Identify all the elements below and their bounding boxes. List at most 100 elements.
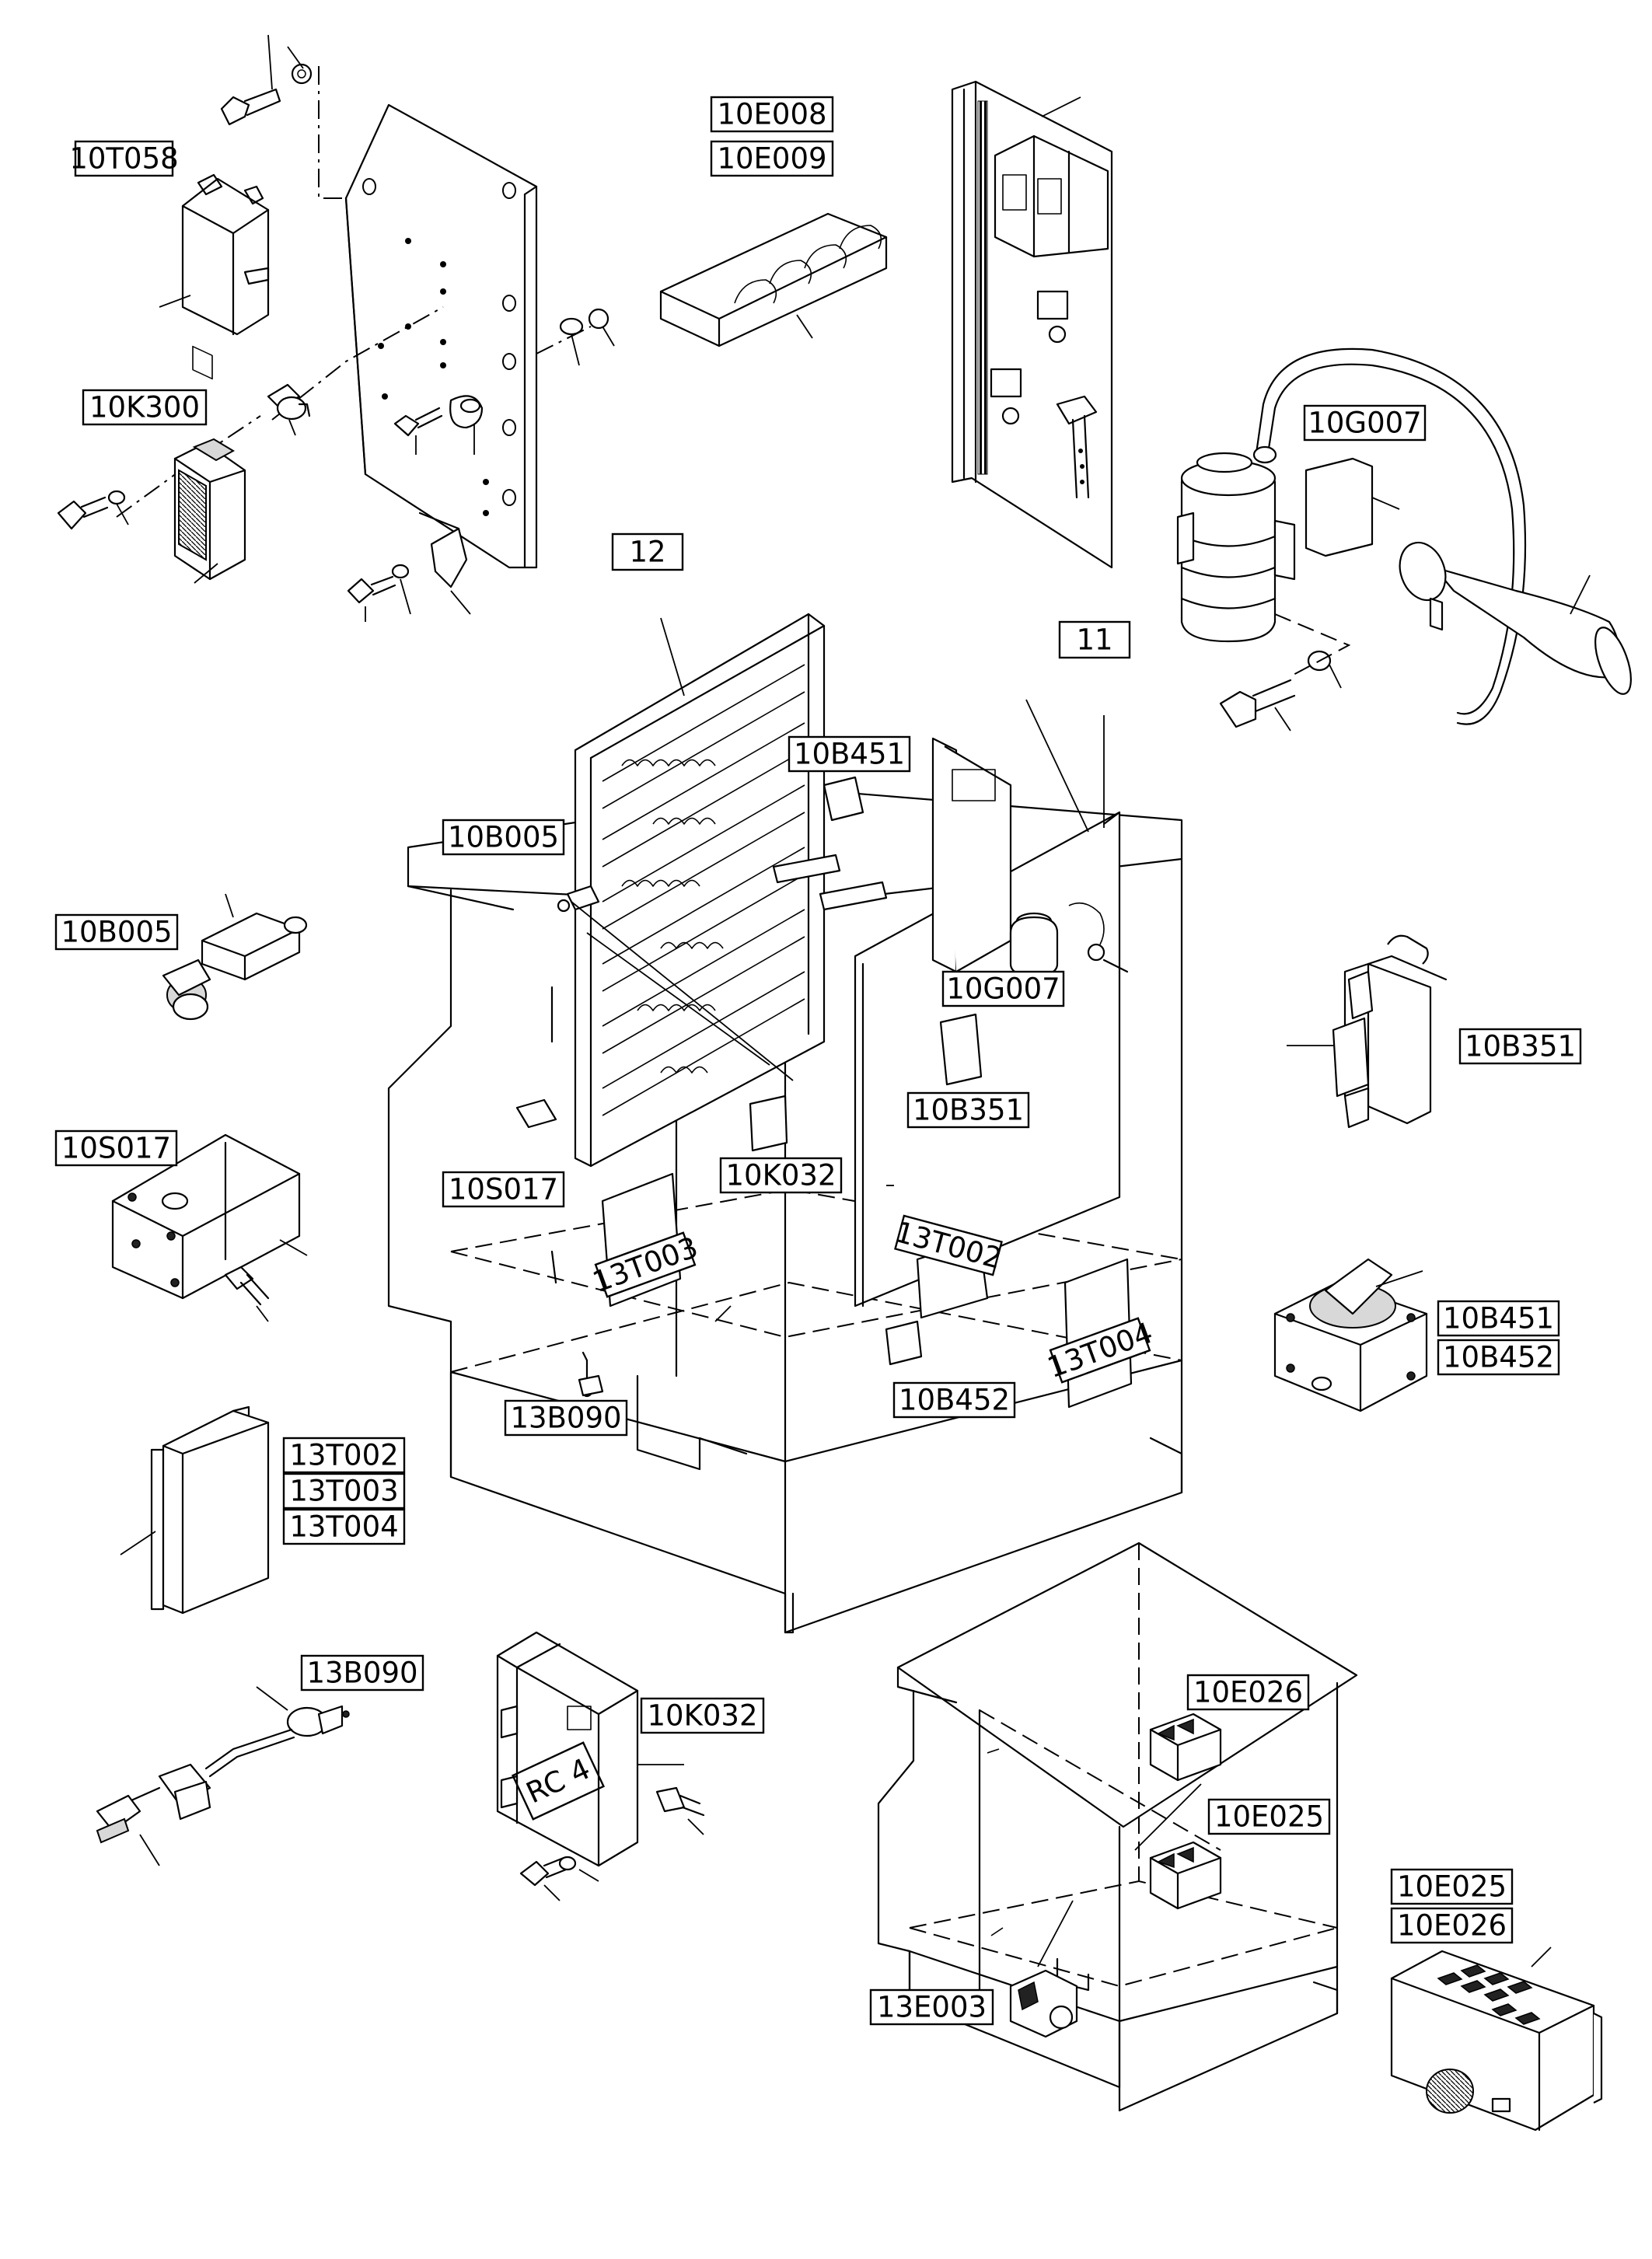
label-text: 10E026 xyxy=(1397,1909,1507,1943)
label-text: 13T003 xyxy=(289,1475,398,1508)
label-text: 10E009 xyxy=(717,142,826,176)
label-box xyxy=(282,1508,406,1545)
label-text: 13B090 xyxy=(510,1402,621,1435)
label-text: 10S017 xyxy=(449,1173,558,1206)
door-frame-12 xyxy=(574,613,826,1168)
label-text: 10B451 xyxy=(1443,1302,1554,1335)
label-box xyxy=(1437,1300,1560,1337)
label-text: 10S017 xyxy=(61,1132,171,1165)
part-label-10e025: 10E025 xyxy=(1207,1798,1331,1835)
label-box xyxy=(1058,620,1131,659)
label-text: 13T002 xyxy=(289,1439,398,1472)
label-box xyxy=(442,819,565,856)
part-13B090-sensor xyxy=(96,1686,350,1866)
label-text: 10B452 xyxy=(899,1384,1010,1417)
part-label-10k300: 10K300 xyxy=(82,389,208,426)
label-text: 10E026 xyxy=(1193,1676,1303,1709)
label-box xyxy=(1458,1028,1582,1065)
part-label-10b351: 10B351 xyxy=(906,1091,1030,1129)
part-label-10e009: 10E009 xyxy=(710,140,834,177)
label-box xyxy=(941,970,1065,1007)
fasteners-top-left xyxy=(57,34,615,622)
part-label-10e025: 10E025 xyxy=(1390,1868,1514,1905)
label-box xyxy=(611,532,684,571)
part-label-13b090: 13B090 xyxy=(300,1654,424,1692)
part-10E025-heater xyxy=(1390,1947,1603,2132)
label-box xyxy=(1303,404,1427,442)
label-box xyxy=(788,735,911,773)
part-13T002-box xyxy=(120,1405,270,1615)
part-label-10s017: 10S017 xyxy=(54,1130,178,1167)
part-10E008-tray xyxy=(659,212,888,347)
part-label-10b452: 10B452 xyxy=(1437,1339,1560,1376)
cabinet-leaders xyxy=(571,617,1105,1322)
label-box xyxy=(594,1231,697,1298)
part-label-11: 11 xyxy=(1058,620,1131,659)
part-label-10g007: 10G007 xyxy=(1303,404,1427,442)
label-box xyxy=(442,1171,565,1208)
part-label-10e026: 10E026 xyxy=(1390,1907,1514,1944)
part-label-10k032: 10K032 xyxy=(719,1157,843,1194)
label-text: 10E008 xyxy=(717,98,826,131)
part-label-10g007: 10G007 xyxy=(941,970,1065,1007)
label-box xyxy=(640,1697,765,1734)
part-label-10k032: 10K032 xyxy=(640,1697,765,1734)
part-label-10b005: 10B005 xyxy=(54,913,179,951)
label-text: 11 xyxy=(1076,623,1112,657)
part-label-10e008: 10E008 xyxy=(710,96,834,133)
label-box xyxy=(1390,1907,1514,1944)
part-10T058 xyxy=(159,173,270,380)
label-box xyxy=(892,1381,1016,1419)
label-text: 10B005 xyxy=(448,821,559,854)
part-10G007-compressor xyxy=(1176,347,1632,731)
part-label-10b451: 10B451 xyxy=(788,735,911,773)
label-text: 10B351 xyxy=(1465,1030,1576,1063)
part-label-13t003: 13T003 xyxy=(282,1472,406,1510)
label-text: 10E025 xyxy=(1397,1870,1507,1904)
part-label-10e026: 10E026 xyxy=(1186,1674,1310,1711)
mounting-plate xyxy=(116,66,592,588)
label-text: 10K300 xyxy=(89,391,200,424)
label-text: 13E003 xyxy=(877,1991,987,2024)
part-label-13e003: 13E003 xyxy=(869,1988,994,2026)
label-box xyxy=(1186,1674,1310,1711)
label-box xyxy=(54,1130,178,1167)
label-box xyxy=(300,1654,424,1692)
label-text: 10G007 xyxy=(1308,407,1421,440)
label-box xyxy=(869,1988,994,2026)
label-box xyxy=(74,140,174,177)
part-10K300 xyxy=(173,438,246,584)
label-box xyxy=(1207,1798,1331,1835)
part-label-10b451: 10B451 xyxy=(1437,1300,1560,1337)
label-box xyxy=(504,1399,628,1437)
label-box xyxy=(906,1091,1030,1129)
part-label-10s017: 10S017 xyxy=(442,1171,565,1208)
label-text: 10B351 xyxy=(913,1094,1024,1127)
label-box xyxy=(710,96,834,133)
label-box xyxy=(511,1741,606,1821)
part-10B005-switch xyxy=(162,893,308,1021)
label-box xyxy=(282,1437,406,1474)
label-text: 12 xyxy=(629,536,665,569)
part-label-10b005: 10B005 xyxy=(442,819,565,856)
label-box xyxy=(1049,1317,1151,1384)
part-labels: 10T058 10K300 10E008 10E009 10G007 12 11 10B451… xyxy=(54,96,1582,2026)
label-text: 10T058 xyxy=(69,142,178,176)
label-box xyxy=(1390,1868,1514,1905)
part-label-10b452: 10B452 xyxy=(892,1381,1016,1419)
label-box xyxy=(54,913,179,951)
label-text: 10K032 xyxy=(726,1159,836,1192)
label-text: 10K032 xyxy=(648,1699,758,1733)
label-text: 10B005 xyxy=(61,916,172,949)
label-text: 10G007 xyxy=(946,972,1060,1006)
part-label-13b090: 13B090 xyxy=(504,1399,628,1437)
label-text: 10E025 xyxy=(1214,1800,1324,1834)
label-box xyxy=(1437,1339,1560,1376)
part-10B451-switch xyxy=(1273,1258,1428,1412)
label-box xyxy=(894,1214,1003,1276)
label-box xyxy=(282,1472,406,1510)
label-box xyxy=(82,389,208,426)
part-label-13t002: 13T002 xyxy=(282,1437,406,1474)
part-10K032-relay xyxy=(496,1631,705,1901)
